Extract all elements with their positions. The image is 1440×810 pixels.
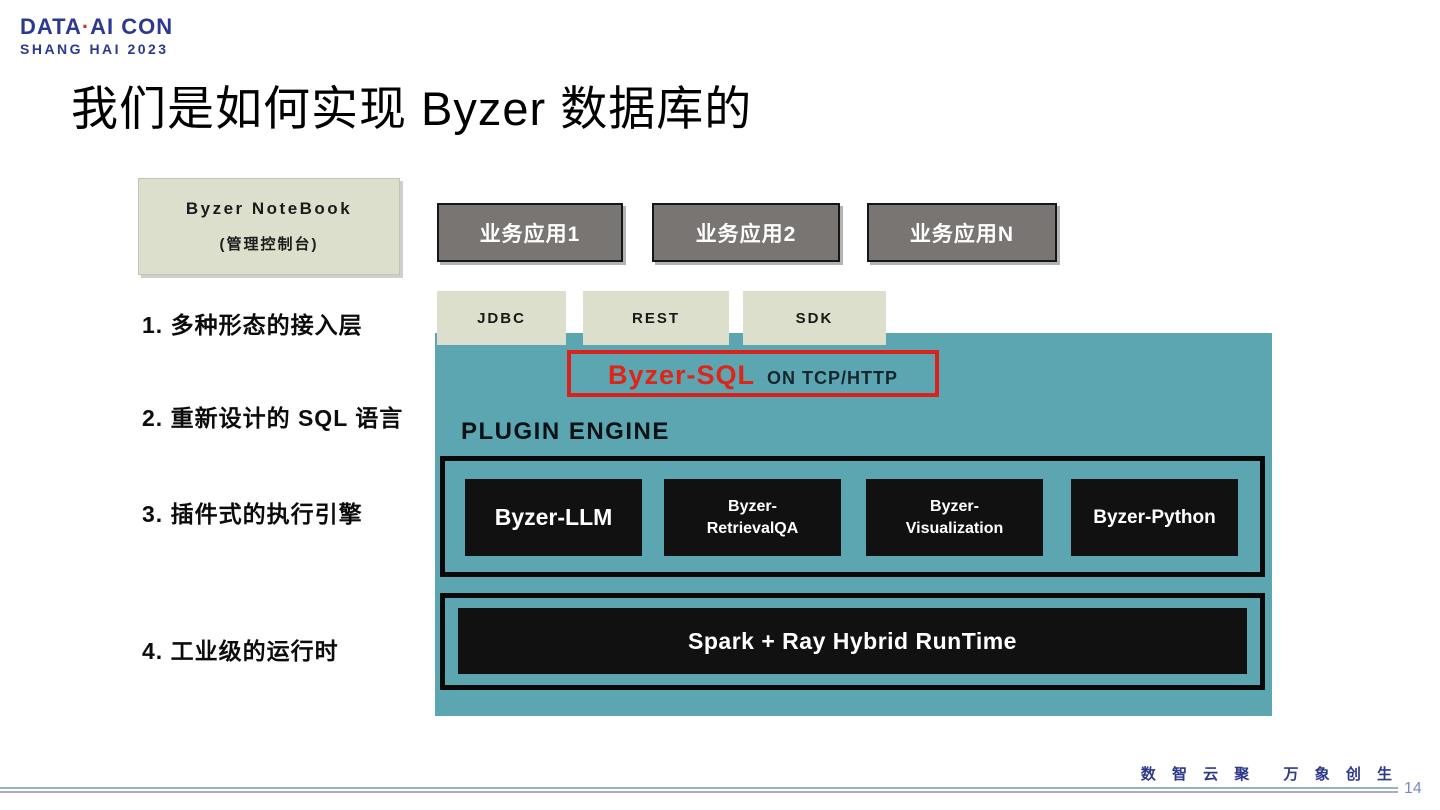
byzer-sql-protocol: ON TCP/HTTP bbox=[767, 368, 899, 388]
footer-divider-bottom bbox=[0, 791, 1398, 793]
business-app-box-2: 业务应用2 bbox=[652, 203, 840, 262]
logo-part2: AI CON bbox=[90, 14, 174, 39]
page-number: 14 bbox=[1404, 780, 1422, 797]
notebook-subtitle: (管理控制台) bbox=[219, 236, 319, 253]
byzer-notebook-box: Byzer NoteBook (管理控制台) bbox=[138, 178, 400, 275]
feature-item-3: 3. 插件式的执行引擎 bbox=[142, 501, 363, 527]
conference-logo: DATA·AI CON SHANG HAI 2023 bbox=[20, 16, 173, 57]
footer-divider-top bbox=[0, 787, 1398, 789]
byzer-sql-box: Byzer-SQL ON TCP/HTTP bbox=[567, 350, 939, 397]
page-title: 我们是如何实现 Byzer 数据库的 bbox=[71, 82, 753, 135]
logo-dot: · bbox=[81, 14, 91, 39]
feature-item-4: 4. 工业级的运行时 bbox=[142, 638, 339, 664]
plugin-byzer-llm: Byzer-LLM bbox=[465, 479, 642, 556]
plugin-engine-container: Byzer-LLM Byzer- RetrievalQA Byzer- Visu… bbox=[440, 456, 1265, 577]
logo-line1: DATA·AI CON bbox=[20, 16, 173, 38]
runtime-container: Spark + Ray Hybrid RunTime bbox=[440, 593, 1265, 690]
plugin-byzer-python: Byzer-Python bbox=[1071, 479, 1238, 556]
business-app-box-n: 业务应用N bbox=[867, 203, 1057, 262]
notebook-title: Byzer NoteBook bbox=[185, 199, 353, 218]
logo-part1: DATA bbox=[20, 14, 82, 39]
plugin-byzer-visualization: Byzer- Visualization bbox=[866, 479, 1043, 556]
footer-slogan: 数 智 云 聚 万 象 创 生 bbox=[1141, 763, 1398, 784]
plugin-byzer-retrievalqa: Byzer- RetrievalQA bbox=[664, 479, 841, 556]
feature-item-2: 2. 重新设计的 SQL 语言 bbox=[142, 405, 404, 431]
connector-sdk: SDK bbox=[743, 291, 886, 345]
runtime-box: Spark + Ray Hybrid RunTime bbox=[458, 608, 1247, 674]
footer-slogan-part2: 万 象 创 生 bbox=[1283, 766, 1398, 783]
business-app-box-1: 业务应用1 bbox=[437, 203, 623, 262]
connector-rest: REST bbox=[583, 291, 729, 345]
logo-line2: SHANG HAI 2023 bbox=[20, 41, 169, 57]
byzer-sql-label: Byzer-SQL bbox=[607, 360, 756, 390]
footer-slogan-part1: 数 智 云 聚 bbox=[1140, 766, 1256, 783]
plugin-engine-label: PLUGIN ENGINE bbox=[461, 418, 670, 445]
connector-jdbc: JDBC bbox=[437, 291, 566, 345]
feature-item-1: 1. 多种形态的接入层 bbox=[142, 312, 363, 338]
